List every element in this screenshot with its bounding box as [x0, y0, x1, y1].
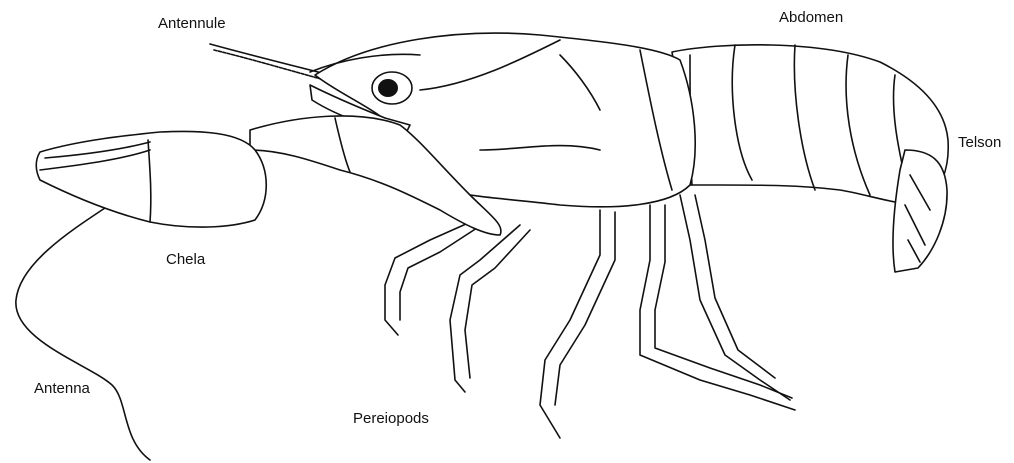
antennule-flagellum	[210, 44, 330, 75]
label-antennule: Antennule	[158, 15, 226, 33]
antennule-flagellum-2	[214, 50, 332, 82]
label-antenna: Antenna	[34, 380, 90, 398]
tail-fan	[893, 150, 947, 272]
label-telson: Telson	[958, 134, 1001, 152]
eye-pupil	[378, 79, 398, 97]
antenna-whip	[16, 198, 150, 460]
label-abdomen: Abdomen	[779, 9, 843, 27]
label-chela: Chela	[166, 251, 205, 269]
label-pereiopods: Pereiopods	[353, 410, 429, 428]
pereiopods	[385, 195, 795, 438]
